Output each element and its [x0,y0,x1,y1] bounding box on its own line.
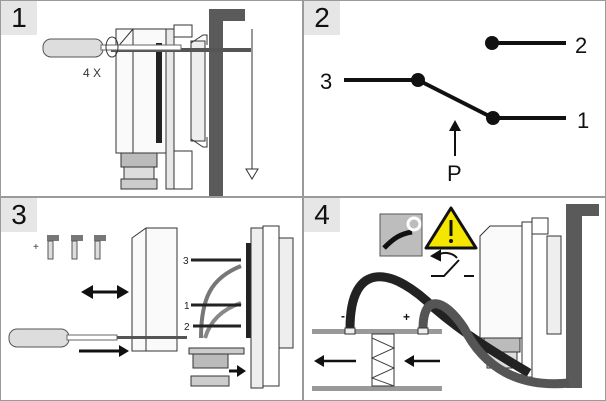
plus-label: + [403,310,410,324]
rotate-arrow-icon [105,36,119,58]
tube-positive [418,299,570,389]
panel-1-drawing: 4 X [42,9,259,196]
warning-icon [424,206,478,250]
step-number: 1 [1,1,37,35]
panel-step-3: + 3 1 2 [0,197,303,401]
cable-gland [120,152,158,168]
label-terminal-1: 1 [577,108,589,133]
plus-label: + [33,242,39,253]
base-plate [190,40,206,142]
label-terminal-3: 3 [320,69,332,94]
screw-set-icon [47,235,106,260]
panel-step-2: 3 2 1 P 2 [303,0,606,197]
maintenance-icon [379,213,423,257]
screwdriver[interactable] [42,38,104,58]
label-terminal-2: 2 [575,33,587,58]
duct-top [312,329,442,334]
switch-diagram: 3 2 1 P [320,33,589,186]
minus-label: - [341,309,345,323]
base-plate [250,227,264,389]
label-pressure: P [447,161,462,186]
wall [209,9,245,196]
wall [566,204,599,388]
switch-lever [417,78,494,120]
step-number: 4 [304,198,340,232]
panel-step-1: 4 X 1 [0,0,303,197]
panel-step-4: - + 4 [303,197,606,401]
label-terminal-3: 3 [183,256,189,267]
screwdriver[interactable] [8,328,70,348]
panel-4-drawing: - + [312,204,599,391]
label-terminal-1: 1 [184,301,190,312]
repeat-label: 4 X [83,66,101,80]
cable-gland [192,353,229,369]
panel-3-drawing: + 3 1 2 [8,225,294,389]
step-number: 2 [304,1,340,35]
step-number: 3 [1,198,37,232]
seal [156,43,162,143]
device [479,225,523,339]
cover [131,227,178,352]
switch-symbol-icon [429,249,474,277]
label-terminal-2: 2 [184,322,190,333]
duct-bottom [312,386,442,391]
filter [371,333,395,387]
